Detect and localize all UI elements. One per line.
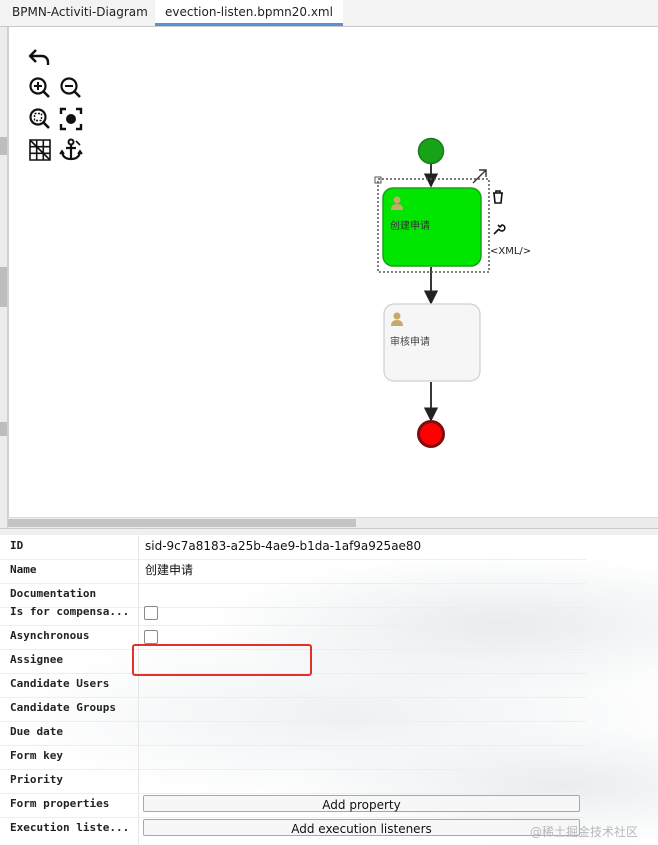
- property-row-name: Name 创建申请: [0, 559, 586, 584]
- property-row-id: ID sid-9c7a8183-a25b-4ae9-b1da-1af9a925a…: [0, 535, 586, 560]
- tab-bpmn-activiti-diagram[interactable]: BPMN-Activiti-Diagram: [12, 5, 148, 19]
- property-value-id[interactable]: sid-9c7a8183-a25b-4ae9-b1da-1af9a925ae80: [145, 539, 422, 553]
- property-label: Execution liste...: [10, 821, 130, 834]
- property-label: Is for compensa...: [10, 605, 130, 618]
- property-label: Priority: [10, 773, 63, 786]
- wrench-icon: [493, 224, 506, 235]
- anchor-icon[interactable]: [58, 137, 84, 163]
- property-row-documentation: Documentation: [0, 583, 586, 608]
- property-label: Form properties: [10, 797, 110, 810]
- zoom-fit-icon[interactable]: [27, 106, 53, 132]
- properties-panel: ID sid-9c7a8183-a25b-4ae9-b1da-1af9a925a…: [0, 535, 658, 845]
- property-row-assignee: Assignee: [0, 649, 586, 674]
- property-row-candidate-groups: Candidate Groups: [0, 697, 586, 722]
- property-row-form-properties: Form properties Add property: [0, 793, 586, 818]
- property-label: Candidate Groups: [10, 701, 116, 714]
- zoom-in-icon[interactable]: [27, 75, 53, 101]
- property-label: Asynchronous: [10, 629, 90, 642]
- editor-tab-bar: BPMN-Activiti-Diagram evection-listen.bp…: [0, 0, 658, 27]
- xml-view-link[interactable]: <XML/>: [490, 246, 532, 257]
- property-row-due-date: Due date: [0, 721, 586, 746]
- property-row-is-for-compensation: Is for compensa...: [0, 601, 586, 626]
- property-label: ID: [10, 539, 24, 552]
- selection-outline: [377, 178, 490, 273]
- user-task-icon: [391, 312, 403, 326]
- property-row-candidate-users: Candidate Users: [0, 673, 586, 698]
- assignee-highlight-box: [132, 644, 312, 676]
- property-value-name[interactable]: 创建申请: [145, 563, 194, 577]
- diagram-canvas[interactable]: 创建申请 审核申请 <XML/>: [8, 27, 658, 517]
- property-label: Form key: [10, 749, 63, 762]
- property-row-form-key: Form key: [0, 745, 586, 770]
- scrollbar-thumb[interactable]: [8, 519, 356, 527]
- bpmn-diagram: [374, 137, 506, 448]
- canvas-horizontal-scrollbar[interactable]: [8, 517, 658, 528]
- task-review-application: [383, 303, 481, 382]
- property-label: Due date: [10, 725, 63, 738]
- add-execution-listeners-button[interactable]: Add execution listeners: [143, 819, 580, 836]
- property-label: Candidate Users: [10, 677, 110, 690]
- undo-icon[interactable]: [27, 44, 53, 70]
- task-create-application: [382, 187, 482, 267]
- start-event: [417, 137, 445, 165]
- connect-arrow-icon: [472, 169, 487, 184]
- end-event: [417, 420, 445, 448]
- property-row-asynchronous: Asynchronous: [0, 625, 586, 650]
- zoom-actual-icon[interactable]: [58, 106, 84, 132]
- add-property-button[interactable]: Add property: [143, 795, 580, 812]
- property-label: Documentation: [10, 587, 97, 600]
- tab-evection-listen-xml[interactable]: evection-listen.bpmn20.xml: [155, 0, 343, 26]
- task-label: 审核申请: [390, 337, 430, 348]
- zoom-out-icon[interactable]: [58, 75, 84, 101]
- property-row-execution-listeners: Execution liste... Add execution listene…: [0, 817, 586, 841]
- left-gutter: [0, 27, 8, 845]
- trash-icon: [493, 190, 503, 204]
- is-for-compensation-checkbox[interactable]: [144, 606, 158, 620]
- property-row-priority: Priority: [0, 769, 586, 794]
- property-label: Name: [10, 563, 37, 576]
- grid-icon[interactable]: [27, 137, 53, 163]
- watermark: @稀土掘金技术社区: [530, 825, 639, 839]
- task-label: 创建申请: [390, 221, 430, 232]
- asynchronous-checkbox[interactable]: [144, 630, 158, 644]
- property-label: Assignee: [10, 653, 63, 666]
- user-task-icon: [391, 196, 403, 210]
